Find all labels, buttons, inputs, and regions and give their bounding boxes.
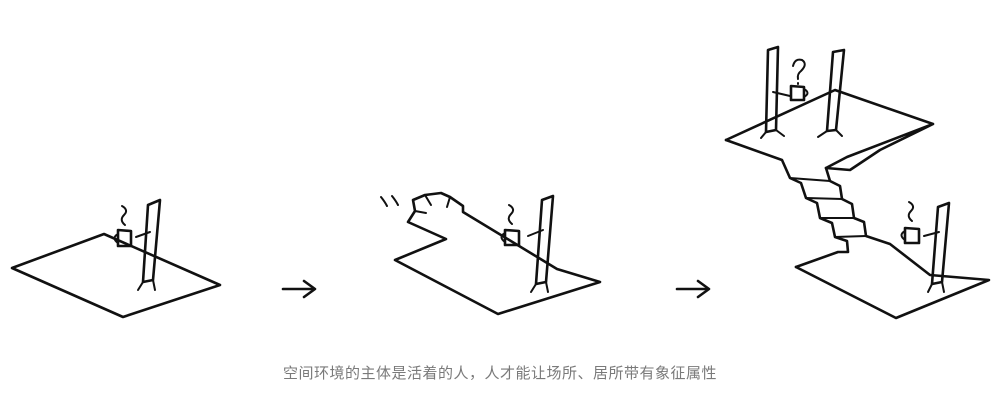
steam-icon [120, 205, 128, 226]
steam-icon [507, 204, 515, 225]
steam-icon [907, 201, 915, 222]
panel-flat-plane [10, 198, 222, 319]
stick-figure-icon [527, 194, 555, 293]
coffee-mug-icon [500, 228, 521, 247]
stick-figure-icon [923, 201, 951, 293]
right-stair-edge [794, 166, 991, 320]
upper-plane-outline [724, 88, 935, 172]
stick-figure-icon [817, 48, 846, 138]
motion-marks [380, 195, 399, 207]
stick-figure-icon [760, 45, 791, 139]
stick-figure-icon [135, 198, 162, 291]
right-arrow-icon [281, 279, 317, 299]
coffee-mug-icon [113, 228, 133, 248]
panel-stepped-plane [380, 191, 602, 316]
diagram-caption: 空间环境的主体是活着的人，人才能让场所、居所带有象征属性 [282, 364, 717, 382]
question-mark-icon [792, 58, 806, 85]
left-stair-edge [724, 138, 850, 269]
coffee-mug-icon [789, 84, 809, 102]
right-arrow-icon [675, 279, 711, 299]
stepped-plane-outline [393, 191, 602, 316]
flat-plane-outline [10, 232, 222, 319]
panel-multi-level-space [724, 45, 991, 320]
coffee-mug-icon [900, 226, 921, 245]
